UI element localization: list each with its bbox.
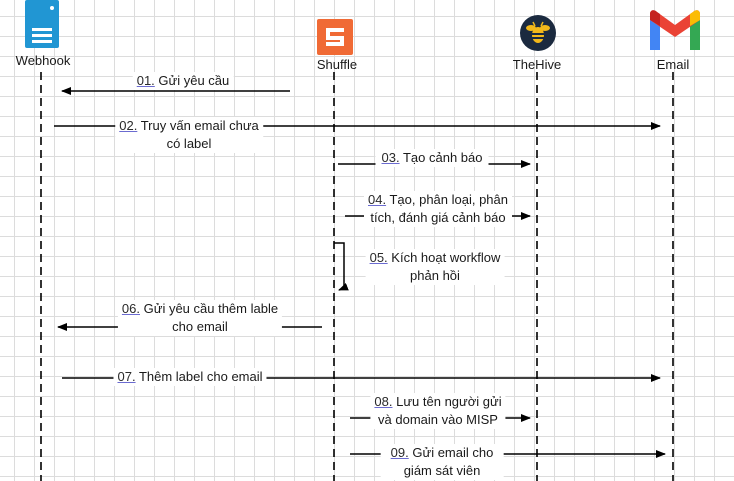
message-09: 09. Gửi email cho giám sát viên (380, 444, 504, 480)
message-02: 02. Truy vấn email chưa có label (115, 117, 263, 153)
arrow-05 (334, 242, 349, 291)
message-06: 06. Gửi yêu cầu thêm lable cho email (117, 300, 283, 336)
message-number: 03. (381, 150, 400, 165)
message-text-line2: giám sát viên (403, 463, 481, 478)
message-text: Truy vấn email chưa (140, 118, 259, 133)
actor-label-shuffle: Shuffle (316, 57, 358, 72)
message-01: 01. Gửi yêu cầu (132, 72, 234, 90)
gmail-icon (648, 10, 702, 52)
message-number: 08. (374, 394, 393, 409)
message-text: Gửi yêu cầu thêm lable (143, 301, 279, 316)
message-08: 08. Lưu tên người gửi và domain vào MISP (370, 393, 506, 429)
message-text: Lưu tên người gửi (396, 394, 502, 409)
message-text: Gửi yêu cầu (158, 73, 230, 88)
message-number: 04. (367, 192, 387, 207)
message-04: 04. Tạo, phân loại, phân tích, đánh giá … (363, 191, 513, 227)
actor-label-webhook: Webhook (15, 53, 71, 68)
message-number: 02. (119, 118, 138, 133)
message-text: Gửi email cho (412, 445, 494, 460)
message-number: 01. (136, 73, 155, 88)
message-text-line2: và domain vào MISP (378, 412, 498, 427)
message-number: 06. (121, 301, 141, 316)
message-text-line2: phản hồi (410, 268, 460, 283)
message-number: 09. (390, 445, 409, 460)
message-number: 05. (369, 250, 388, 265)
message-text: Thêm label cho email (138, 369, 263, 384)
actor-label-email: Email (656, 57, 690, 72)
actor-label-thehive: TheHive (512, 57, 562, 72)
message-03: 03. Tạo cảnh báo (375, 149, 489, 167)
message-text: Kích hoạt workflow (391, 250, 501, 265)
message-text-line2: cho email (172, 319, 228, 334)
message-text: Tạo, phân loại, phân (389, 192, 509, 207)
shuffle-logo-icon (317, 19, 353, 55)
message-text-line2: có label (166, 136, 212, 151)
message-05: 05. Kích hoạt workflow phản hồi (365, 249, 505, 285)
thehive-bee-icon (519, 14, 557, 52)
server-icon (25, 0, 59, 48)
message-07: 07. Thêm label cho email (113, 368, 267, 386)
message-text-line2: tích, đánh giá cảnh báo (370, 210, 506, 225)
message-text: Tạo cảnh báo (402, 150, 483, 165)
message-number: 07. (117, 369, 136, 384)
